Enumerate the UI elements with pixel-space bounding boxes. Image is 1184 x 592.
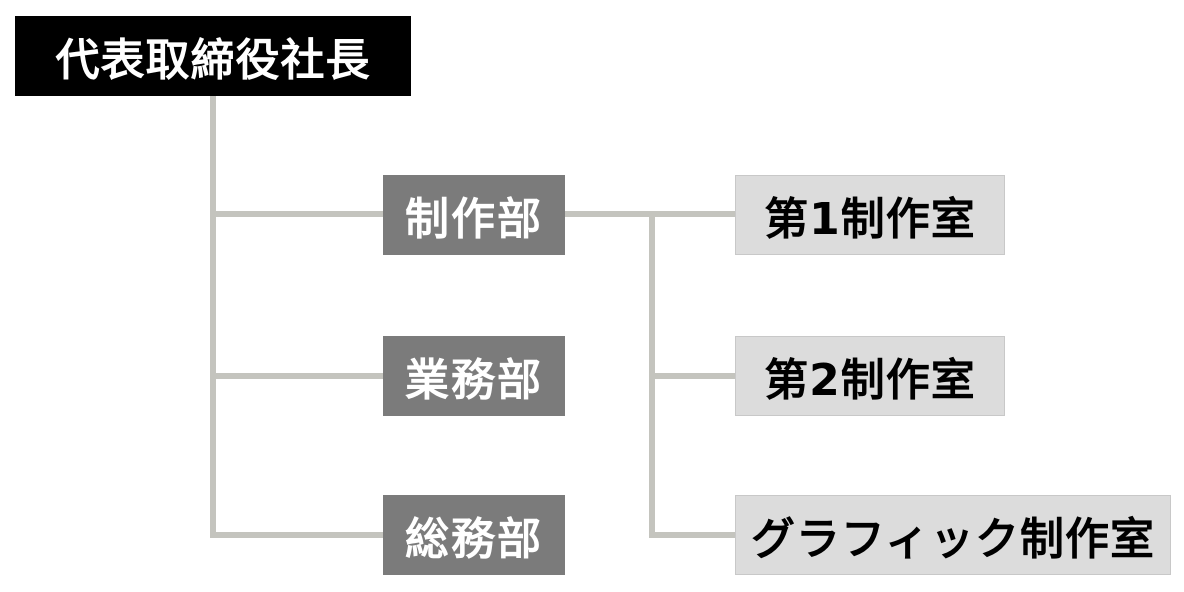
ceo-box: 代表取締役社長 xyxy=(15,16,411,96)
dept-somu-box: 総務部 xyxy=(383,495,565,575)
room-graphic-box: グラフィック制作室 xyxy=(735,495,1171,575)
dept-gyomu-box: 業務部 xyxy=(383,336,565,416)
dept-seisaku-box: 制作部 xyxy=(383,175,565,255)
room-dai2-box: 第2制作室 xyxy=(735,336,1005,416)
room-dai1-box: 第1制作室 xyxy=(735,175,1005,255)
